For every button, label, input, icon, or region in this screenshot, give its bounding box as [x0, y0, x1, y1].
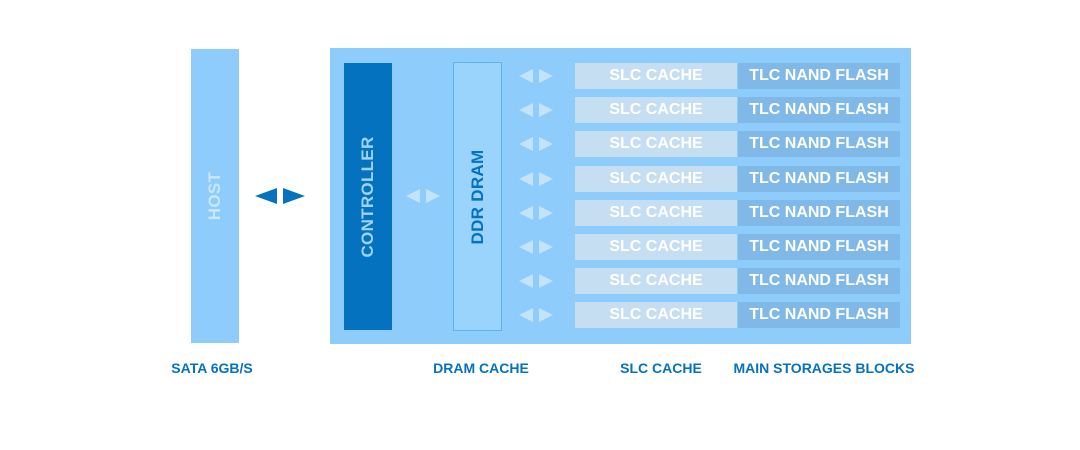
- arrow-right-icon: [539, 172, 553, 186]
- arrow-right-icon: [539, 308, 553, 322]
- arrow-right-icon: [539, 69, 553, 83]
- slc-cache-caption: SLC CACHE: [620, 360, 702, 376]
- tlc-nand-cell: TLC NAND FLASH: [738, 200, 900, 226]
- tlc-nand-cell: TLC NAND FLASH: [738, 131, 900, 157]
- arrow-left-icon: [519, 137, 533, 151]
- arrow-right-icon: [539, 206, 553, 220]
- host-block: HOST: [191, 49, 239, 343]
- main-storage-caption: MAIN STORAGES BLOCKS: [733, 360, 915, 376]
- arrow-left-icon: [519, 240, 533, 254]
- host-label: HOST: [205, 171, 224, 221]
- dram-row-arrow: [519, 172, 553, 186]
- dram-row-arrow: [519, 240, 553, 254]
- tlc-nand-cell: TLC NAND FLASH: [738, 302, 900, 328]
- arrow-right-icon: [539, 274, 553, 288]
- slc-cache-cell: SLC CACHE: [575, 234, 737, 260]
- arrow-left-icon: [519, 69, 533, 83]
- interface-caption: SATA 6GB/S: [171, 360, 253, 376]
- tlc-nand-cell: TLC NAND FLASH: [738, 234, 900, 260]
- controller-block: CONTROLLER: [344, 63, 392, 330]
- dram-row-arrow: [519, 308, 553, 322]
- controller-dram-arrow: [406, 189, 440, 203]
- slc-cache-cell: SLC CACHE: [575, 63, 737, 89]
- arrow-left-icon: [519, 274, 533, 288]
- tlc-nand-cell: TLC NAND FLASH: [738, 97, 900, 123]
- arrow-right-icon: [539, 137, 553, 151]
- arrow-right-icon: [283, 188, 305, 204]
- dram-block: DDR DRAM: [453, 62, 502, 331]
- dram-row-arrow: [519, 69, 553, 83]
- arrow-left-icon: [519, 172, 533, 186]
- slc-cache-cell: SLC CACHE: [575, 268, 737, 294]
- arrow-left-icon: [519, 103, 533, 117]
- slc-cache-cell: SLC CACHE: [575, 302, 737, 328]
- controller-label: CONTROLLER: [358, 135, 377, 258]
- arrow-left-icon: [406, 189, 420, 203]
- dram-row-arrow: [519, 274, 553, 288]
- tlc-nand-cell: TLC NAND FLASH: [738, 166, 900, 192]
- dram-label: DDR DRAM: [467, 149, 487, 244]
- arrow-right-icon: [539, 240, 553, 254]
- dram-row-arrow: [519, 137, 553, 151]
- arrow-left-icon: [255, 188, 277, 204]
- slc-cache-cell: SLC CACHE: [575, 97, 737, 123]
- arrow-left-icon: [519, 206, 533, 220]
- host-ssd-arrow: [255, 188, 305, 204]
- arrow-right-icon: [539, 103, 553, 117]
- dram-cache-caption: DRAM CACHE: [433, 360, 529, 376]
- slc-cache-cell: SLC CACHE: [575, 131, 737, 157]
- dram-row-arrow: [519, 103, 553, 117]
- slc-cache-cell: SLC CACHE: [575, 166, 737, 192]
- tlc-nand-cell: TLC NAND FLASH: [738, 63, 900, 89]
- slc-cache-cell: SLC CACHE: [575, 200, 737, 226]
- arrow-right-icon: [426, 189, 440, 203]
- tlc-nand-cell: TLC NAND FLASH: [738, 268, 900, 294]
- arrow-left-icon: [519, 308, 533, 322]
- dram-row-arrow: [519, 206, 553, 220]
